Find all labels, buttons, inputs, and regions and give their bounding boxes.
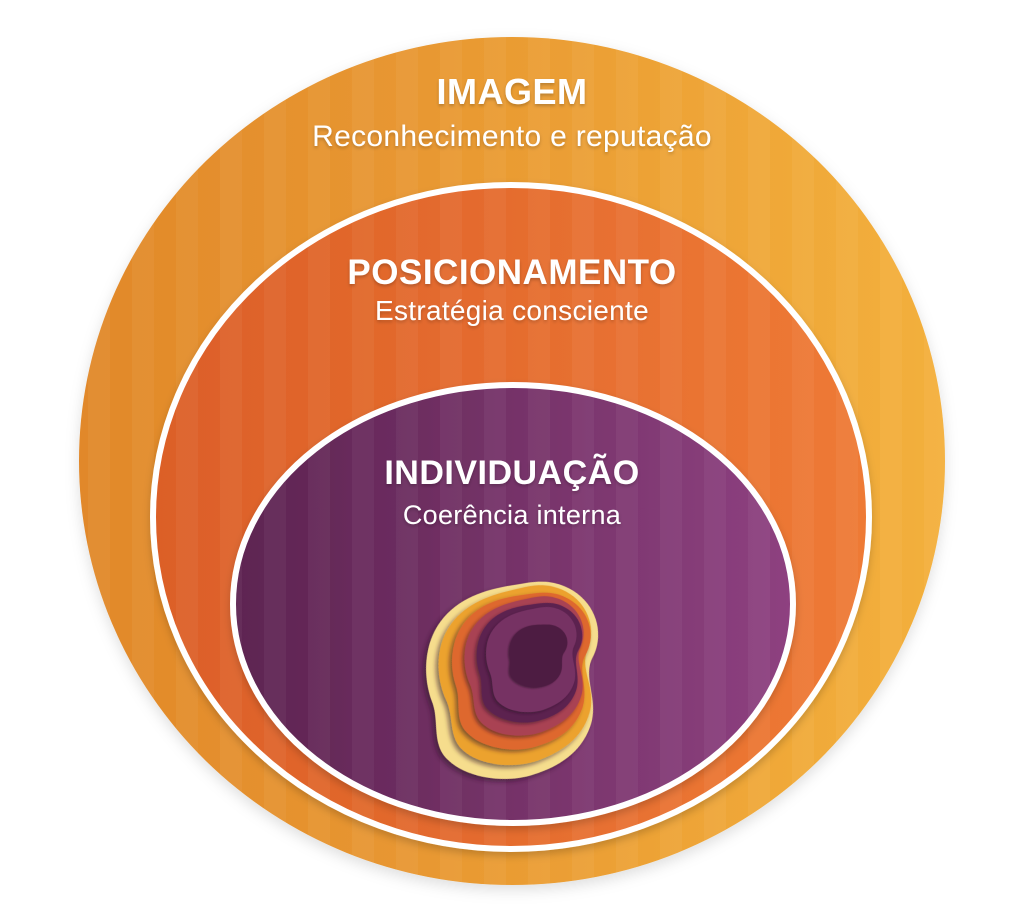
ring-individuacao-subtitle: Coerência interna bbox=[403, 500, 622, 530]
ring-posicionamento-title: POSICIONAMENTO bbox=[347, 253, 676, 292]
ring-imagem-subtitle: Reconhecimento e reputação bbox=[312, 120, 712, 153]
ring-imagem-title: IMAGEM bbox=[437, 71, 588, 112]
ring-individuacao-title: INDIVIDUAÇÃO bbox=[384, 454, 639, 492]
ring-posicionamento-subtitle: Estratégia consciente bbox=[375, 295, 649, 326]
